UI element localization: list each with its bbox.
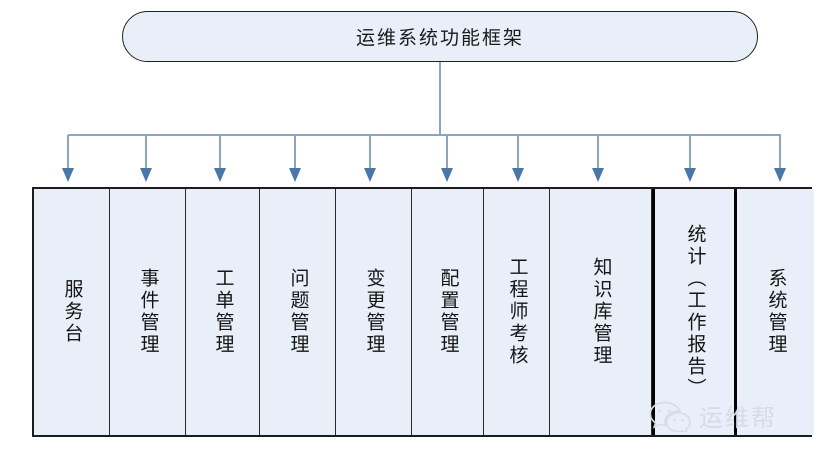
drop-connector [145,135,147,171]
function-column[interactable]: 工单管理 [186,189,260,435]
arrow-head-icon [441,168,453,182]
drop-connector [689,135,691,171]
function-column-label: 知识库管理 [590,257,612,367]
arrow-head-icon [592,168,604,182]
function-column[interactable]: 事件管理 [110,189,186,435]
function-column[interactable]: 知识库管理 [550,189,652,435]
function-column-label: 统计（工作报告） [684,224,706,400]
function-column-label: 服务台 [61,279,83,345]
function-column-label: 系统管理 [765,268,787,356]
function-column[interactable]: 变更管理 [336,189,412,435]
function-column[interactable]: 统计（工作报告） [652,189,737,435]
function-column-label: 配置管理 [437,268,459,356]
drop-connector [517,135,519,171]
drop-connector [369,135,371,171]
drop-connector [67,135,69,171]
function-column[interactable]: 系统管理 [737,189,814,435]
function-column-label: 工程师考核 [506,257,528,367]
arrow-head-icon [214,168,226,182]
drop-connector [446,135,448,171]
function-column[interactable]: 工程师考核 [484,189,550,435]
arrow-head-icon [774,168,786,182]
arrow-head-icon [289,168,301,182]
drop-connector [219,135,221,171]
horizontal-bus-connector [68,134,781,136]
function-column[interactable]: 问题管理 [260,189,336,435]
root-node: 运维系统功能框架 [122,11,758,62]
root-stem-connector [439,62,441,135]
arrow-head-icon [512,168,524,182]
function-columns-row: 服务台 事件管理 工单管理 问题管理 变更管理 配置管理 工程师考核 知识库管理 统计（工作报告… [32,187,814,437]
function-column-label: 事件管理 [137,268,159,356]
function-column-label: 变更管理 [363,268,385,356]
drop-connector [294,135,296,171]
arrow-head-icon [684,168,696,182]
function-column[interactable]: 服务台 [34,189,110,435]
drop-connector [597,135,599,171]
function-column-label: 问题管理 [287,268,309,356]
function-column-label: 工单管理 [212,268,234,356]
function-column[interactable]: 配置管理 [412,189,484,435]
arrow-head-icon [62,168,74,182]
drop-connector [779,135,781,171]
arrow-head-icon [364,168,376,182]
arrow-head-icon [140,168,152,182]
root-node-label: 运维系统功能框架 [355,28,524,49]
